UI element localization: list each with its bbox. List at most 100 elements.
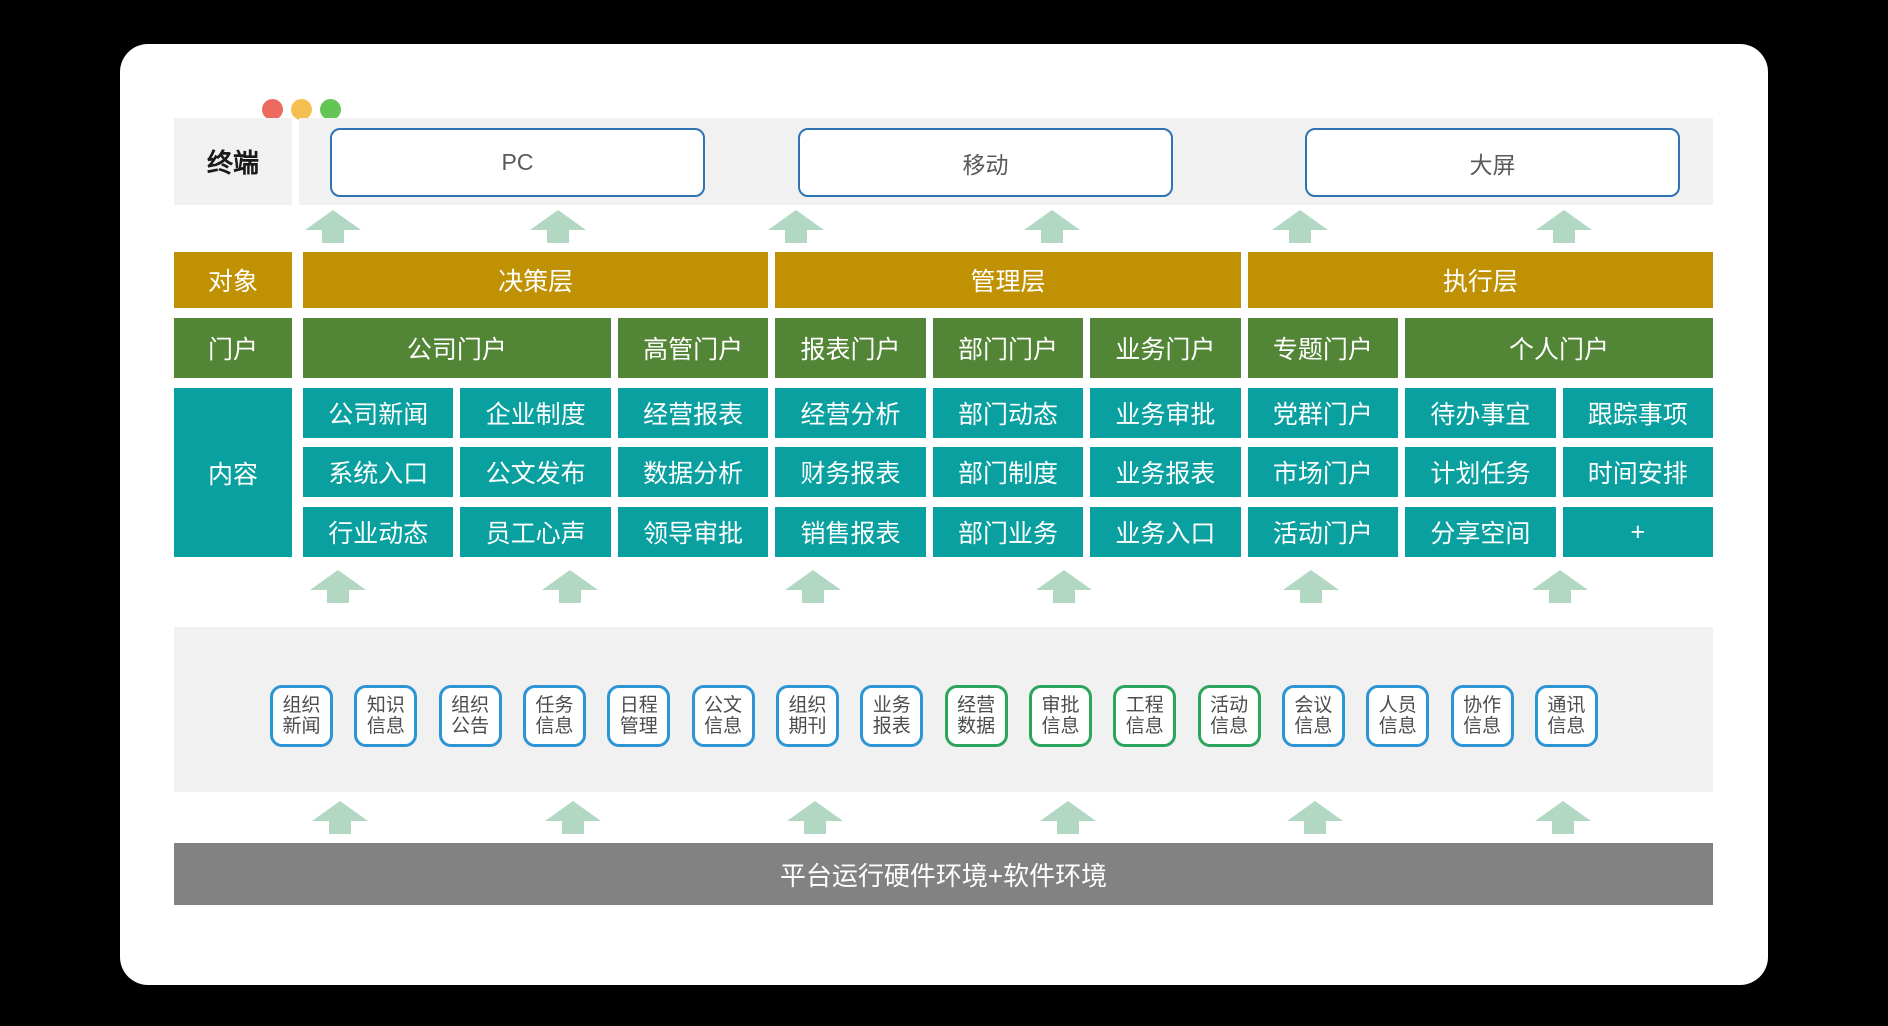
info-box-line: 组织 [282, 695, 321, 716]
zoom-window-icon[interactable] [320, 99, 341, 120]
content-cell: 活动门户 [1247, 507, 1399, 557]
up-arrow-head [542, 570, 598, 590]
up-arrow-stem [1552, 821, 1574, 834]
content-grid-row: 行业动态员工心声领导审批销售报表部门业务业务入口活动门户分享空间+ [303, 507, 1713, 557]
content-cell: 财务报表 [775, 447, 926, 497]
info-box-line: 报表 [872, 716, 911, 737]
up-arrow-stem [1053, 590, 1075, 603]
info-box: 组织公告 [438, 685, 502, 747]
content-grid-row: 系统入口公文发布数据分析财务报表部门制度业务报表市场门户计划任务时间安排 [303, 447, 1713, 497]
content-cell: 分享空间 [1405, 507, 1556, 557]
content-cell: 经营报表 [617, 388, 769, 438]
info-box-line: 公文 [704, 695, 743, 716]
up-arrow-stem [329, 821, 351, 834]
info-box-line: 任务 [535, 695, 574, 716]
info-box-line: 信息 [1463, 716, 1502, 737]
up-arrow-stem [1057, 821, 1079, 834]
content-cell: 市场门户 [1247, 447, 1399, 497]
info-boxes: 组织新闻知识信息组织公告任务信息日程管理公文信息组织期刊业务报表经营数据审批信息… [270, 685, 1598, 747]
info-box: 组织期刊 [775, 685, 839, 747]
content-cell: 数据分析 [617, 447, 769, 497]
up-arrow-icon [1040, 801, 1096, 834]
up-arrow-icon [305, 210, 361, 243]
content-cell: 时间安排 [1562, 447, 1713, 497]
info-box: 工程信息 [1113, 685, 1177, 747]
up-arrow-stem [327, 590, 349, 603]
content-cell: 系统入口 [303, 447, 454, 497]
content-row-label: 内容 [174, 388, 292, 557]
info-box-line: 业务 [872, 695, 911, 716]
up-arrow-stem [1041, 230, 1063, 243]
up-arrow-icon [1287, 801, 1343, 834]
content-cell: 员工心声 [460, 507, 611, 557]
up-arrow-icon [310, 570, 366, 603]
info-box: 业务报表 [860, 685, 924, 747]
minimize-window-icon[interactable] [291, 99, 312, 120]
info-box-line: 组织 [451, 695, 490, 716]
info-box-line: 信息 [1547, 716, 1586, 737]
info-box-line: 通讯 [1547, 695, 1586, 716]
up-arrow-icon [1532, 570, 1588, 603]
up-arrow-stem [1300, 590, 1322, 603]
info-box: 组织新闻 [270, 685, 333, 747]
content-cell: 跟踪事项 [1562, 388, 1713, 438]
content-cell: 部门动态 [932, 388, 1084, 438]
up-arrow-head [312, 801, 368, 821]
up-arrow-icon [1272, 210, 1328, 243]
info-box-line: 活动 [1210, 695, 1249, 716]
up-arrow-icon [1283, 570, 1339, 603]
info-box-line: 经营 [957, 695, 996, 716]
up-arrow-stem [785, 230, 807, 243]
platform-bar: 平台运行硬件环境+软件环境 [174, 843, 1713, 905]
info-box: 通讯信息 [1534, 685, 1598, 747]
up-arrow-head [768, 210, 824, 230]
info-box-line: 审批 [1041, 695, 1080, 716]
up-arrow-stem [562, 821, 584, 834]
info-box-line: 信息 [1210, 716, 1249, 737]
up-arrow-icon [545, 801, 601, 834]
up-arrow-head [787, 801, 843, 821]
info-box-line: 信息 [366, 716, 405, 737]
info-box-line: 协作 [1463, 695, 1502, 716]
up-arrow-icon [530, 210, 586, 243]
info-box-line: 信息 [1125, 716, 1164, 737]
portal-cell: 报表门户 [775, 318, 926, 378]
content-cell: 销售报表 [775, 507, 926, 557]
content-cell: 公司新闻 [303, 388, 454, 438]
info-box-line: 信息 [535, 716, 574, 737]
terminal-row-label: 终端 [174, 118, 292, 205]
content-cell: 领导审批 [617, 507, 769, 557]
info-box: 活动信息 [1197, 685, 1261, 747]
up-arrow-icon [542, 570, 598, 603]
info-box-line: 公告 [451, 716, 490, 737]
up-arrow-head [1535, 801, 1591, 821]
up-arrow-head [530, 210, 586, 230]
up-arrow-head [305, 210, 361, 230]
content-cell: 公文发布 [460, 447, 611, 497]
content-grid-row: 公司新闻企业制度经营报表经营分析部门动态业务审批党群门户待办事宜跟踪事项 [303, 388, 1713, 438]
up-arrow-stem [322, 230, 344, 243]
info-box-line: 期刊 [788, 716, 827, 737]
object-group: 执行层 [1247, 252, 1713, 308]
content-cell: 经营分析 [775, 388, 926, 438]
info-box-line: 人员 [1378, 695, 1417, 716]
content-cell: 部门制度 [932, 447, 1084, 497]
up-arrow-stem [1289, 230, 1311, 243]
info-box-line: 信息 [1041, 716, 1080, 737]
up-arrow-icon [787, 801, 843, 834]
up-arrow-icon [1536, 210, 1592, 243]
up-arrow-head [785, 570, 841, 590]
object-row-label: 对象 [174, 252, 292, 308]
close-window-icon[interactable] [262, 99, 283, 120]
up-arrow-stem [1549, 590, 1571, 603]
up-arrow-stem [1553, 230, 1575, 243]
info-box: 知识信息 [354, 685, 418, 747]
up-arrow-head [1024, 210, 1080, 230]
info-box-line: 管理 [619, 716, 658, 737]
content-cell: 行业动态 [303, 507, 454, 557]
info-box-line: 信息 [704, 716, 743, 737]
platform-bar-label: 平台运行硬件环境+软件环境 [779, 860, 1108, 891]
portal-cell: 公司门户 [303, 318, 611, 378]
info-box-line: 信息 [1378, 716, 1417, 737]
portal-cell: 部门门户 [932, 318, 1084, 378]
